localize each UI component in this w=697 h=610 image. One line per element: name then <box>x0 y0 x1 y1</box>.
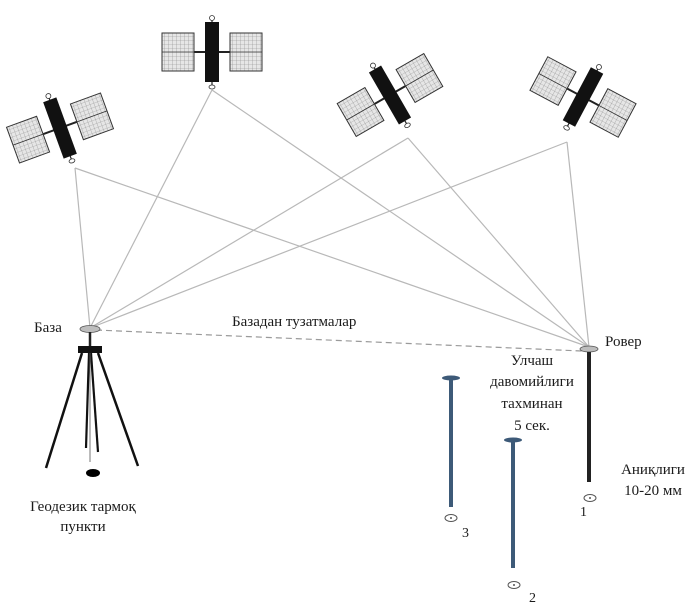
measurement-pole-2 <box>504 437 522 589</box>
measure-line-4: 5 сек. <box>514 418 550 434</box>
point-1-label: 1 <box>580 505 587 520</box>
satellite-icon <box>0 75 121 181</box>
accuracy-line-1: Аниқлиги <box>621 462 685 478</box>
satellite-icon <box>161 14 263 90</box>
signal-line <box>74 167 91 329</box>
geodetic-point-label-line2: пункти <box>60 519 105 535</box>
geodetic-point-label-line1: Геодезик тармоқ <box>30 499 136 515</box>
signal-line <box>566 141 590 348</box>
signal-line <box>74 167 590 348</box>
measure-line-2: давомийлиги <box>490 374 574 390</box>
rover-pole-icon <box>579 345 599 502</box>
satellite-icon <box>520 40 646 155</box>
point-2-label: 2 <box>529 591 536 605</box>
point-3-label: 3 <box>462 526 469 541</box>
rover-label: Ровер <box>605 334 642 350</box>
measurement-pole-3 <box>442 375 460 522</box>
signal-line <box>89 141 568 329</box>
measure-line-3: тахминан <box>501 396 562 412</box>
signal-line <box>407 137 590 348</box>
accuracy-line-2: 10-20 мм <box>624 483 682 499</box>
signal-line <box>89 137 409 329</box>
signal-line <box>89 89 213 329</box>
measure-line-1: Улчаш <box>511 353 554 369</box>
signal-line <box>211 89 590 348</box>
tripod-icon <box>44 325 140 477</box>
satellite-icon <box>327 37 453 154</box>
signal-lines <box>74 89 590 348</box>
corrections-label: Базадан тузатмалар <box>232 314 356 330</box>
correction-link <box>95 329 583 352</box>
geodetic-point-marker <box>86 469 100 477</box>
base-label: База <box>34 320 62 336</box>
measurement-duration-label: Улчаш давомийлиги тахминан 5 сек. <box>490 353 574 434</box>
